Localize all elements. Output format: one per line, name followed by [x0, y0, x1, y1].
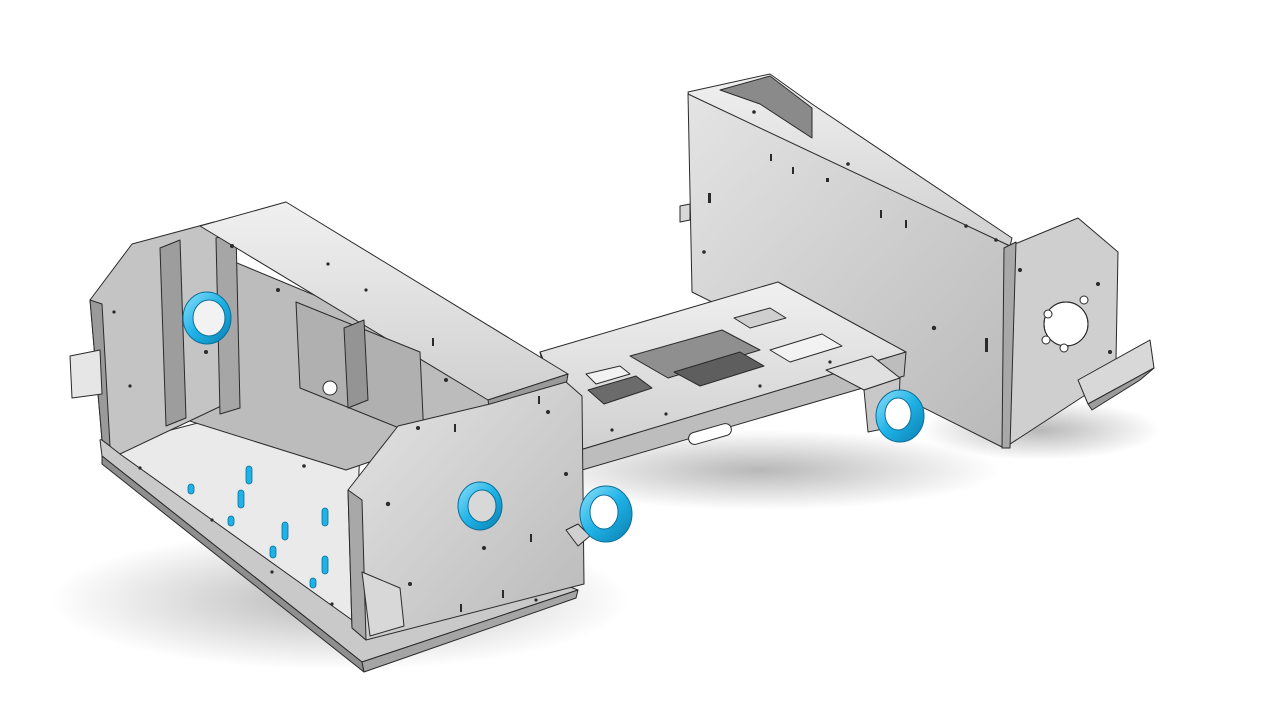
right-upright-panel — [679, 73, 1155, 449]
bearing-ring-center-front — [579, 485, 633, 543]
bearing-ring-front-plate — [457, 481, 503, 531]
blue-standoffs — [187, 465, 329, 589]
bearing-ring-left-end — [182, 291, 232, 345]
bearing-ring-center-right — [875, 389, 925, 443]
